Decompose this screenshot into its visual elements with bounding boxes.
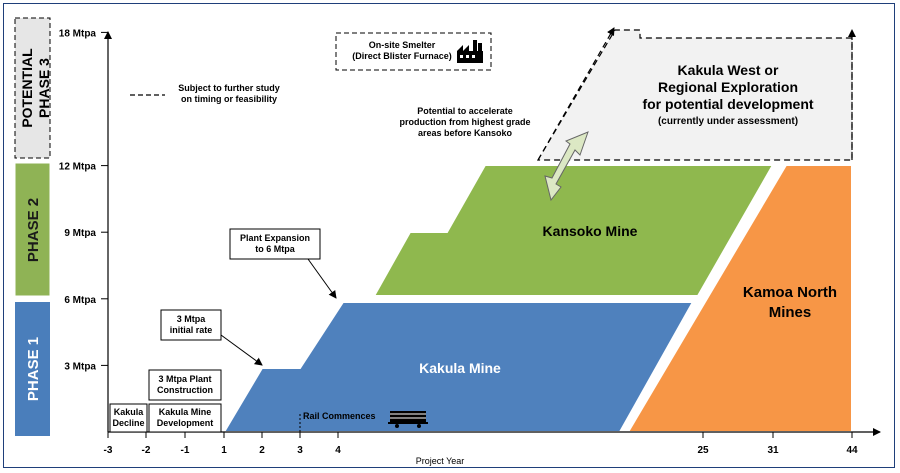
rail-text: Rail Commences — [303, 411, 376, 421]
y-tick-label: 9 Mtpa — [64, 228, 96, 239]
kakula-mine-label: Kakula Mine — [419, 360, 501, 376]
x-tick-label: 2 — [259, 445, 265, 456]
x-tick-label: 1 — [221, 445, 227, 456]
potential-arrow-left — [537, 27, 615, 161]
smelter-text: On-site Smelter(Direct Blister Furnace) — [352, 40, 452, 61]
x-tick-label: 31 — [767, 445, 779, 456]
plant-expansion-arrow — [307, 258, 337, 299]
phase-1-band — [15, 302, 50, 436]
y-tick-label: 12 Mtpa — [59, 162, 97, 173]
x-tick-label: 4 — [335, 445, 341, 456]
phase-3-label: POTENTIALPHASE 3 — [19, 48, 52, 128]
initial-rate-box — [160, 309, 222, 341]
double-arrow-icon — [544, 131, 589, 202]
series-layer — [222, 27, 856, 433]
x-tick-label: -2 — [142, 445, 151, 456]
kansoko-mine-label: Kansoko Mine — [543, 223, 638, 239]
kakula-dev-box — [148, 403, 222, 433]
initial-rate-arrow — [220, 334, 263, 366]
train-icon — [388, 411, 428, 428]
x-tick-label: -1 — [181, 445, 190, 456]
y-tick-label: 18 Mtpa — [59, 28, 97, 39]
x-tick-label: 44 — [846, 445, 858, 456]
factory-icon — [457, 40, 483, 63]
phase-2-label: PHASE 2 — [25, 198, 42, 262]
plant-construction-box — [148, 369, 222, 401]
x-tick-label: 3 — [297, 445, 303, 456]
y-ticks: 3 Mtpa 6 Mtpa 9 Mtpa 12 Mtpa 18 Mtpa — [59, 28, 108, 372]
x-axis-label: Project Year — [416, 456, 465, 466]
series-2-polygon — [372, 164, 775, 297]
phase-3-band — [14, 17, 51, 159]
y-tick-label: 6 Mtpa — [64, 295, 96, 306]
kakula-decline-box — [109, 403, 148, 433]
phase-1-label: PHASE 1 — [25, 337, 42, 401]
y-tick-label: 3 Mtpa — [64, 361, 96, 372]
x-ticks: -3 -2 -1 1 2 3 4 25 31 44 — [104, 432, 858, 456]
series-4-polygon — [536, 29, 853, 161]
x-tick-label: 25 — [697, 445, 709, 456]
x-tick-label: -3 — [104, 445, 113, 456]
rail-marker: Rail Commences — [299, 411, 428, 432]
plant-expansion-box — [229, 228, 321, 260]
phase-bands: POTENTIALPHASE 3 PHASE 2 PHASE 1 — [14, 17, 52, 436]
phase-2-band — [14, 162, 51, 297]
